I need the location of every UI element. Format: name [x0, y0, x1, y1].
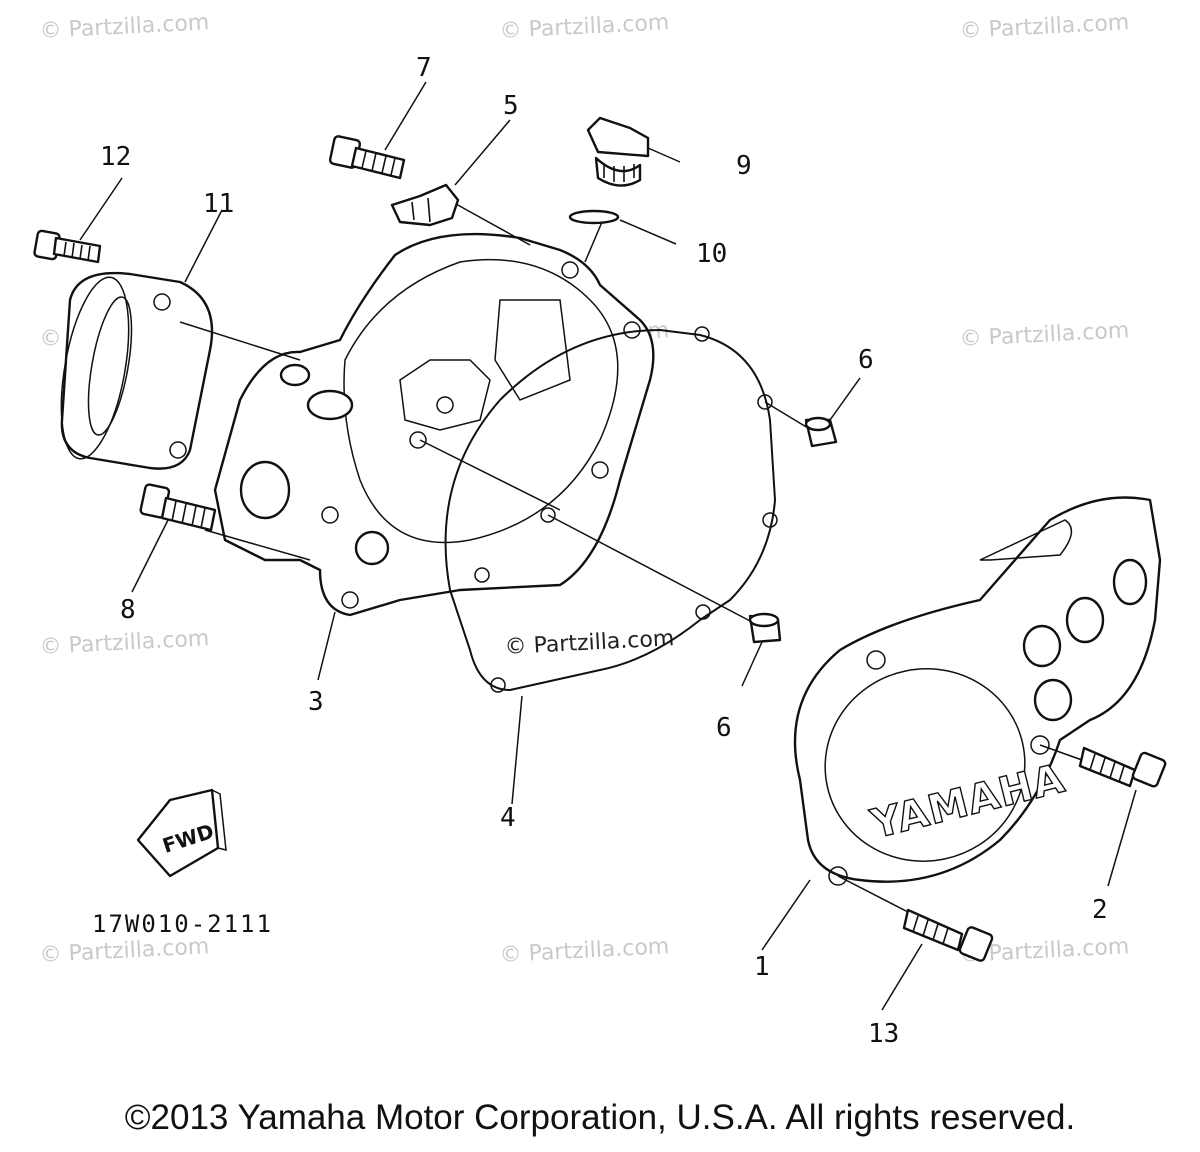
- part-2-bolt: [1078, 746, 1167, 788]
- part-4-gasket: [444, 326, 778, 693]
- center-watermark: © Partzilla.com: [504, 626, 675, 660]
- callout-7: 7: [416, 53, 432, 83]
- callout-6-lower: 6: [716, 713, 732, 743]
- callout-11: 11: [203, 189, 234, 219]
- watermark: © Partzilla.com: [39, 934, 210, 968]
- diagram-code: 17W010-2111: [92, 910, 273, 938]
- watermark: © Partzilla.com: [499, 10, 670, 44]
- callout-2: 2: [1092, 895, 1108, 925]
- watermark: © Partzilla.com: [39, 10, 210, 44]
- callout-1: 1: [754, 952, 770, 982]
- callout-10: 10: [696, 239, 727, 269]
- callout-5: 5: [503, 91, 519, 121]
- part-5-clip: [390, 183, 460, 227]
- part-7-bolt: [328, 135, 406, 180]
- part-12-bolt: [33, 229, 102, 264]
- callouts: 1 2 3 4 5 6 6 7 8 9 10 11 12 13: [100, 53, 1108, 1049]
- part-9-filler-plug: [586, 116, 650, 187]
- watermark: © Partzilla.com: [39, 626, 210, 660]
- part-6-dowel-upper: [804, 416, 838, 448]
- part-3-crankcase-cover: [213, 232, 655, 617]
- part-1-outer-cover: YAMAHA: [793, 496, 1162, 886]
- callout-12: 12: [100, 142, 131, 172]
- watermark: © Partzilla.com: [499, 934, 670, 968]
- copyright-notice: ©2013 Yamaha Motor Corporation, U.S.A. A…: [124, 1098, 1076, 1137]
- callout-8: 8: [120, 595, 136, 625]
- watermark: © Partzilla.com: [959, 318, 1130, 352]
- fwd-arrow-icon: FWD: [136, 788, 227, 878]
- part-8-bolt: [139, 483, 217, 532]
- callout-3: 3: [308, 687, 324, 717]
- leader-lines: [79, 81, 1137, 1011]
- part-6-dowel-lower: [748, 612, 782, 644]
- part-13-bolt: [902, 908, 994, 962]
- callout-4: 4: [500, 803, 516, 833]
- part-10-o-ring: [568, 209, 620, 225]
- callout-9: 9: [736, 151, 752, 181]
- part-11-cover-cup: [60, 271, 214, 470]
- callout-13: 13: [868, 1019, 899, 1049]
- callout-6-upper: 6: [858, 345, 874, 375]
- watermark: © Partzilla.com: [959, 10, 1130, 44]
